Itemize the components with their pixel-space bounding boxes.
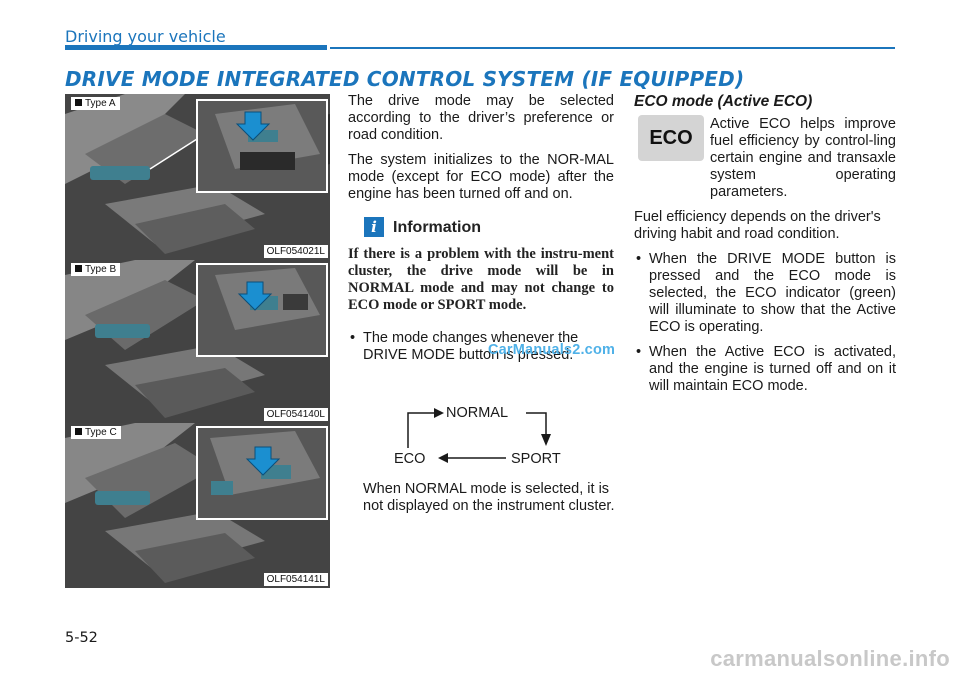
info-icon: i xyxy=(364,217,384,237)
column-middle: The drive mode may be selected according… xyxy=(348,93,614,372)
mode-bullet: The mode changes whenever the DRIVE MODE… xyxy=(348,330,614,364)
photo-type-label: Type C xyxy=(71,426,121,439)
eco-bullet: When the DRIVE MODE button is pressed an… xyxy=(634,251,896,336)
eco-bullet: When the Active ECO is activated, and th… xyxy=(634,344,896,395)
photo-code-label: OLF054140L xyxy=(263,408,328,421)
photo-type-label: Type B xyxy=(71,263,121,276)
eco-note: Fuel efficiency depends on the driver's … xyxy=(634,209,881,242)
footer-watermark: carmanualsonline.info xyxy=(710,646,950,671)
section-title: Driving your vehicle xyxy=(65,27,226,46)
cycle-note: When NORMAL mode is selected, it is not … xyxy=(363,481,615,514)
photo-type-b: Type B OLF054140L xyxy=(65,260,330,423)
console-photo-a xyxy=(65,94,330,260)
photo-type-c: Type C OLF054141L xyxy=(65,423,330,588)
console-photo-c xyxy=(65,423,330,588)
information-header: i Information xyxy=(348,217,614,237)
console-photo-b xyxy=(65,260,330,423)
photo-type-label: Type A xyxy=(71,97,120,110)
photo-type-a: Type A OLF054021L xyxy=(65,94,330,260)
cycle-arrows xyxy=(407,408,551,463)
information-title: Information xyxy=(393,218,481,236)
header-rule-thick xyxy=(65,45,327,50)
intro-paragraph: The system initializes to the NOR-MAL mo… xyxy=(348,152,614,202)
page-number: 5-52 xyxy=(65,630,98,646)
eco-indicator-icon: ECO xyxy=(638,115,704,161)
watermark-text: CarManuals2.com xyxy=(488,342,616,358)
column-right: ECO mode (Active ECO) ECO Active ECO hel… xyxy=(634,93,896,403)
header-rule-thin xyxy=(330,47,895,49)
photo-code-label: OLF054141L xyxy=(263,573,328,586)
cycle-sport-label: SPORT xyxy=(511,451,561,467)
eco-description: Active ECO helps improve fuel efficiency… xyxy=(710,116,896,200)
cycle-normal-label: NORMAL xyxy=(446,405,509,421)
page-title: DRIVE MODE INTEGRATED CONTROL SYSTEM (IF… xyxy=(65,67,745,91)
mode-cycle-diagram: NORMAL SPORT ECO xyxy=(378,396,578,476)
cycle-eco-label: ECO xyxy=(394,451,426,467)
photo-code-label: OLF054021L xyxy=(263,245,328,258)
information-body: If there is a problem with the instru-me… xyxy=(348,246,614,313)
eco-heading: ECO mode (Active ECO) xyxy=(634,93,813,110)
intro-paragraph: The drive mode may be selected according… xyxy=(348,93,614,143)
